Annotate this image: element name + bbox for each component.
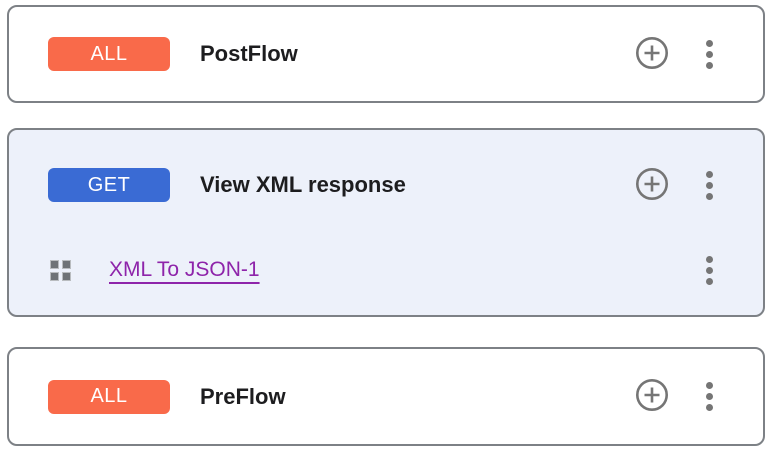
flow-card-postflow: ALL PostFlow [7, 5, 765, 103]
policy-row: XML To JSON-1 [9, 240, 763, 300]
flow-actions [635, 378, 713, 415]
more-options-button[interactable] [706, 170, 713, 200]
method-badge: GET [48, 168, 170, 202]
policy-link[interactable]: XML To JSON-1 [109, 258, 260, 281]
policy-actions [706, 255, 713, 285]
kebab-menu-icon [706, 39, 713, 69]
circle-plus-icon [635, 36, 669, 73]
flow-card-view-xml-response: GET View XML response XML To JSON-1 [7, 128, 765, 317]
kebab-menu-icon [706, 382, 713, 411]
flow-title: PostFlow [200, 41, 298, 66]
add-policy-button[interactable] [635, 378, 669, 415]
flow-title: PreFlow [200, 383, 286, 409]
circle-plus-icon [635, 167, 669, 204]
circle-plus-icon [635, 378, 669, 415]
flow-actions [635, 167, 713, 204]
flow-row: ALL PostFlow [9, 7, 763, 101]
policy-grid-icon [50, 259, 71, 281]
flow-card-preflow: ALL PreFlow [7, 347, 765, 446]
kebab-menu-icon [706, 255, 713, 285]
flow-row: GET View XML response [9, 130, 763, 240]
add-policy-button[interactable] [635, 36, 669, 73]
more-options-button[interactable] [706, 39, 713, 69]
flow-title: View XML response [200, 172, 406, 197]
more-options-button[interactable] [706, 255, 713, 285]
method-badge: ALL [48, 379, 170, 414]
more-options-button[interactable] [706, 382, 713, 411]
add-policy-button[interactable] [635, 167, 669, 204]
flow-row: ALL PreFlow [9, 349, 763, 444]
kebab-menu-icon [706, 170, 713, 200]
flow-actions [635, 36, 713, 73]
method-badge: ALL [48, 37, 170, 71]
